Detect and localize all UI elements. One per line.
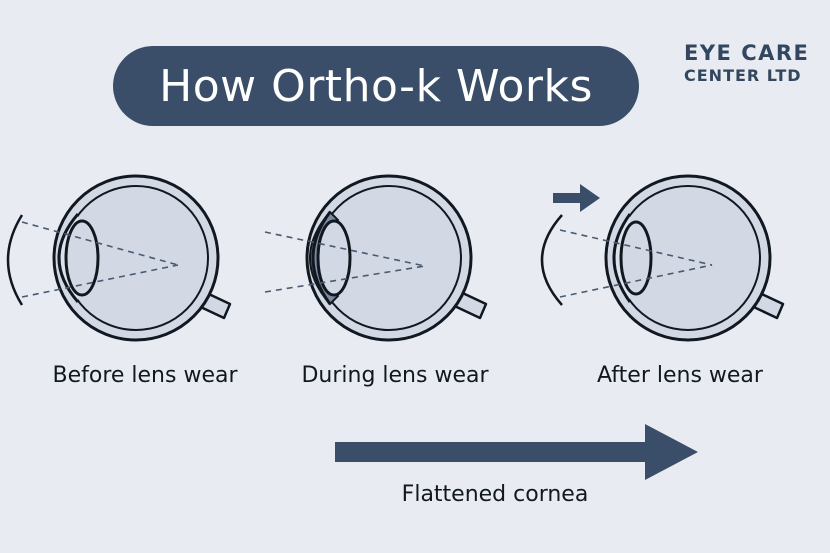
- eye-after: [540, 174, 785, 342]
- ray-2b: [264, 265, 426, 293]
- ray-3b: [559, 264, 713, 298]
- brand-logo: EYE CARE CENTER LTD: [684, 40, 814, 86]
- ray-3a: [559, 229, 713, 266]
- stage-label-during: During lens wear: [301, 363, 489, 388]
- stage-label-after: After lens wear: [597, 363, 763, 388]
- lens-1: [64, 219, 100, 297]
- eye-during: [264, 174, 488, 342]
- lens-3: [619, 220, 653, 296]
- stage-label-before: Before lens wear: [52, 363, 238, 388]
- brand-name-line2: CENTER LTD: [684, 66, 802, 85]
- eye-before: [6, 174, 232, 342]
- eyeball-1: [52, 174, 220, 342]
- eyeball-3: [604, 174, 772, 342]
- light-source-arc-1: [6, 214, 24, 306]
- brand-name-line1: EYE CARE: [684, 41, 810, 65]
- page-title: How Ortho-k Works: [159, 60, 593, 112]
- lens-2: [316, 219, 352, 297]
- light-source-arc-3: [540, 214, 563, 306]
- arrow-caption: Flattened cornea: [401, 482, 589, 507]
- ray-1a: [21, 221, 179, 266]
- ray-2a: [264, 231, 426, 267]
- cornea-2: [311, 211, 332, 305]
- small-arrow-icon: [553, 184, 600, 212]
- ray-1b: [21, 264, 179, 298]
- title-banner: How Ortho-k Works: [113, 46, 639, 126]
- progress-arrow-icon: [335, 424, 698, 480]
